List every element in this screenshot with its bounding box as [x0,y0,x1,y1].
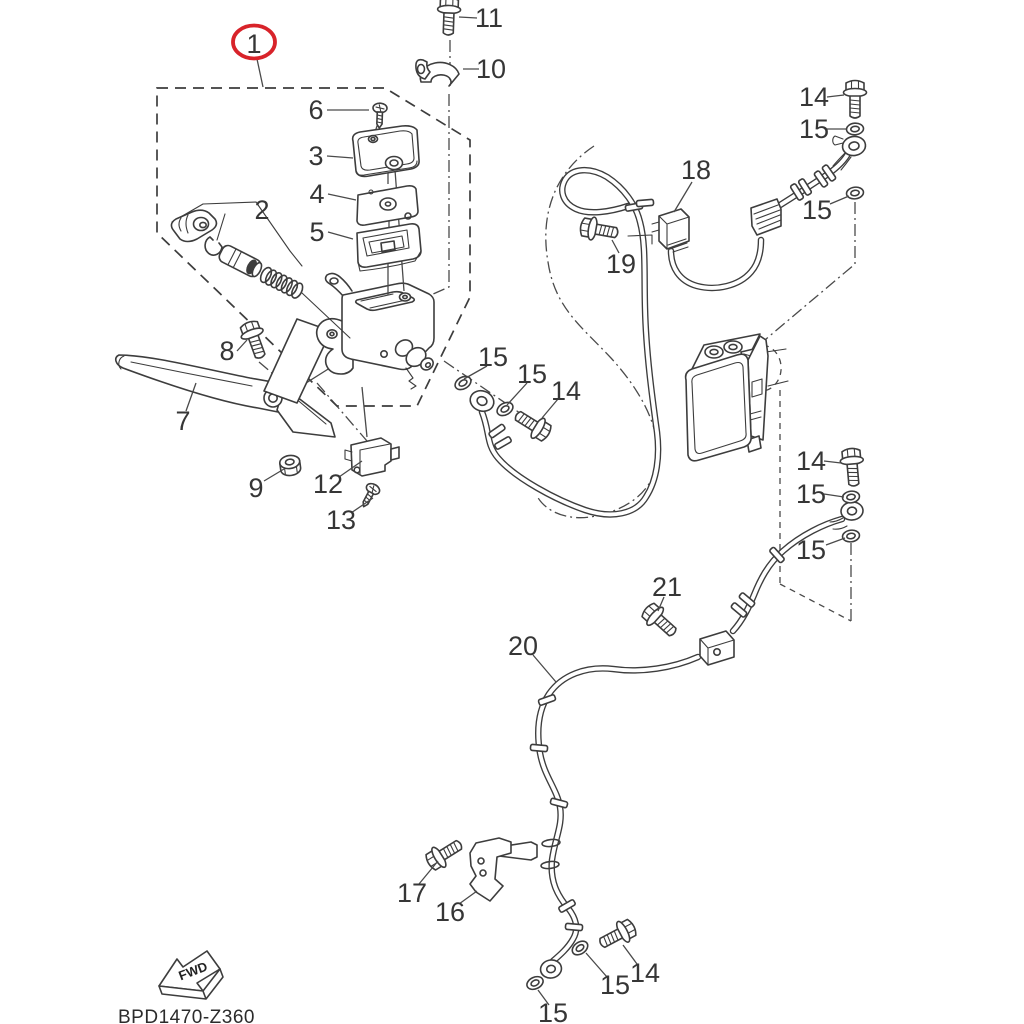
callout-15e: 15 [478,342,508,372]
handlebar-clamp [415,0,462,87]
union-bolt [577,214,621,246]
master-cylinder-body [315,272,435,438]
callout-14b: 14 [796,446,826,476]
callout-3: 3 [308,141,323,171]
callout-18: 18 [681,155,711,185]
callout-labels: 1 11 10 6 3 4 5 2 8 7 9 12 13 15 15 14 1… [175,3,832,1024]
callout-14d: 14 [630,958,660,988]
pivot-nut [278,454,302,477]
callout-14a: 14 [799,82,829,112]
brake-hose-upper [469,135,867,518]
callout-15c: 15 [796,479,826,509]
kit-boundary-box [156,87,471,407]
fwd-arrow-icon: FWD [158,950,224,1000]
pivot-bolt [236,317,273,363]
piston-spring [259,266,304,299]
callout-21: 21 [652,572,682,602]
callout-6: 6 [308,95,323,125]
abs-hydraulic-unit [684,333,789,462]
reservoir-stack [351,102,422,295]
callout-12: 12 [313,469,343,499]
highlight-circle [231,23,277,61]
callout-14c: 14 [551,376,581,406]
hose-bracket [469,837,561,902]
callout-leader-lines [185,16,850,1006]
brake-switch [344,437,400,477]
callout-19: 19 [606,249,636,279]
callout-1: 1 [246,29,261,59]
bracket-bolt [421,833,468,875]
callout-20: 20 [508,631,538,661]
callout-4: 4 [309,179,324,209]
callout-8: 8 [219,336,234,366]
callout-2: 2 [254,195,269,225]
drawing-code: BPD1470-Z360 [118,1007,255,1024]
callout-5: 5 [309,217,324,247]
callout-15d: 15 [796,535,826,565]
callout-15h: 15 [538,998,568,1024]
callout-7: 7 [175,406,190,436]
piston-kit [170,201,351,339]
callout-15f: 15 [517,359,547,389]
brake-hose-lower [529,501,864,979]
callout-16: 16 [435,897,465,927]
callout-13: 13 [326,505,356,535]
callout-11: 11 [475,3,503,33]
callout-15a: 15 [799,114,829,144]
callout-15b: 15 [802,195,832,225]
reservoir-screw [371,102,388,130]
callout-10: 10 [476,54,506,84]
callout-15g: 15 [600,970,630,1000]
callout-9: 9 [248,473,263,503]
callout-17: 17 [397,878,427,908]
